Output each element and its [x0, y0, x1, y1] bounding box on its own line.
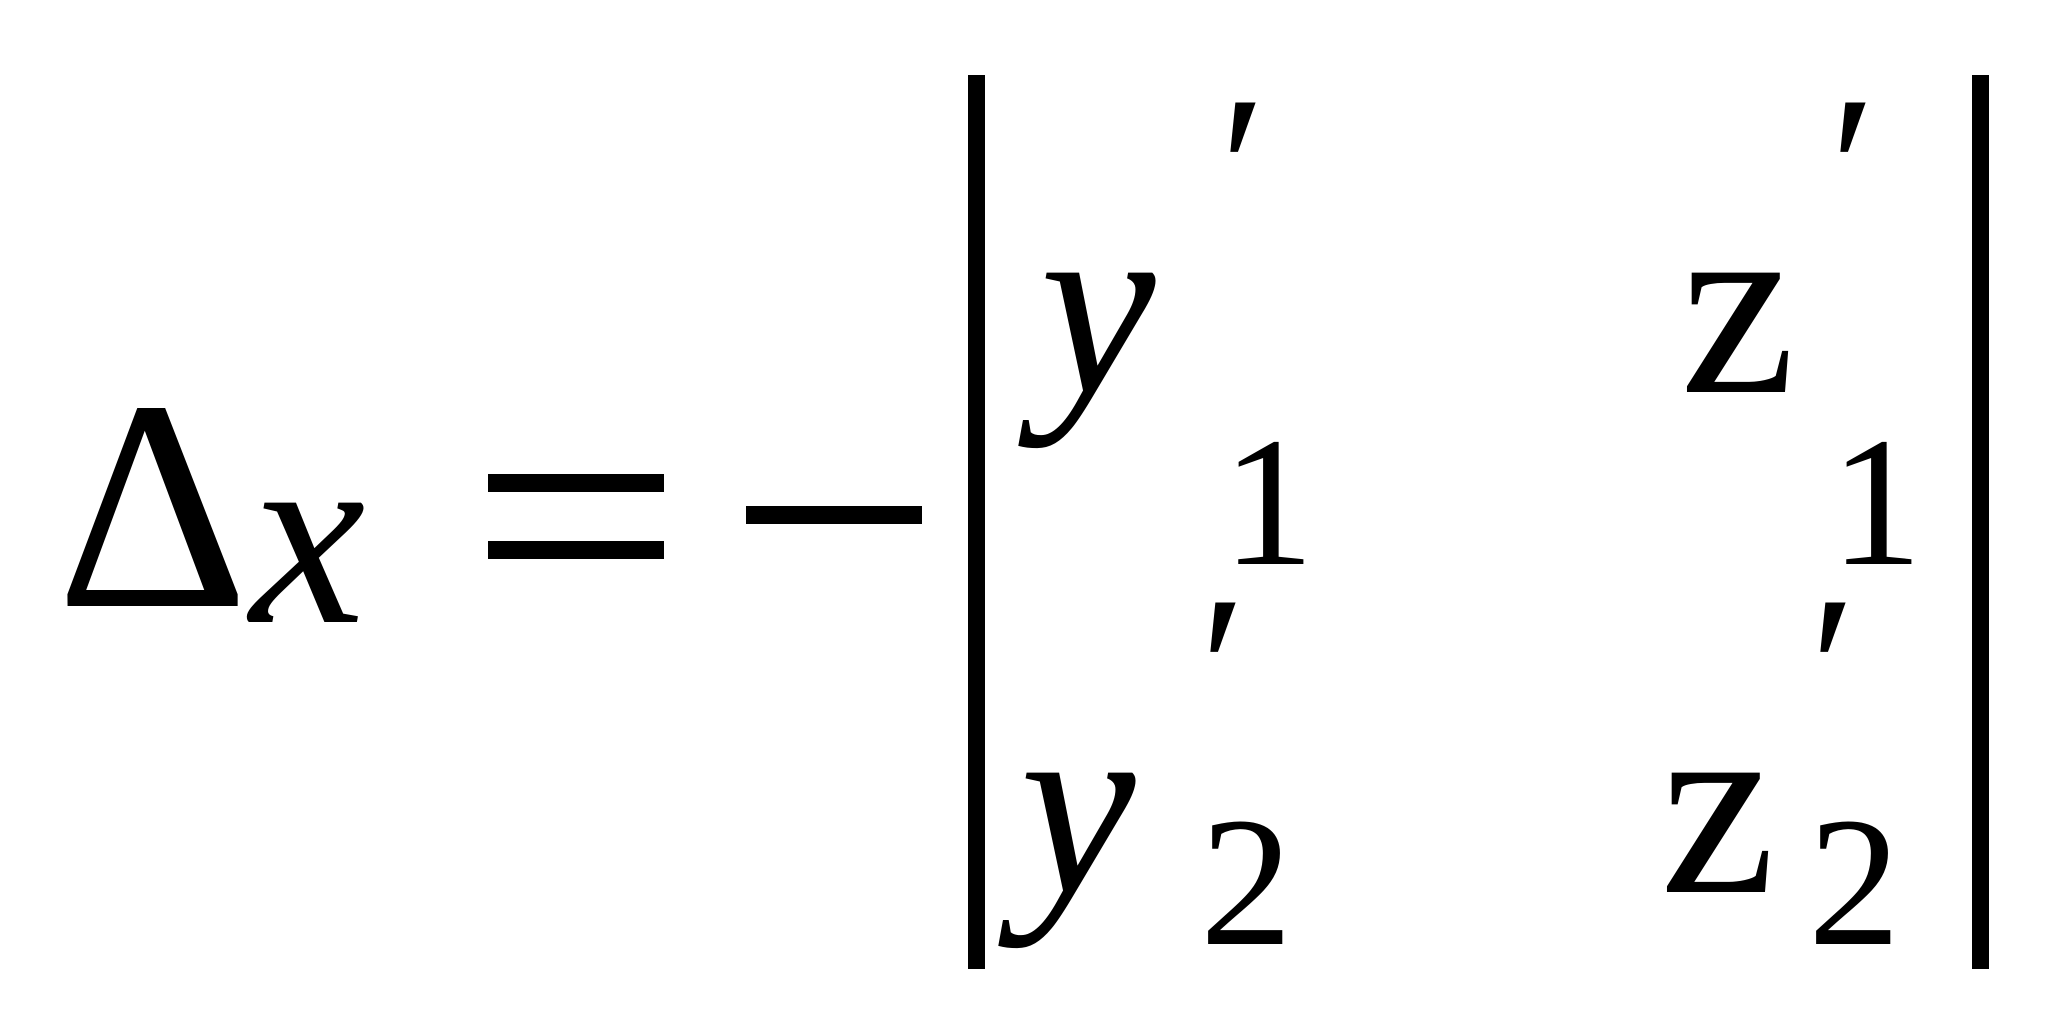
prime-mark: ′ — [1830, 54, 1876, 286]
determinant-right-bar — [1972, 75, 1989, 969]
equals-sign-top-stroke — [488, 474, 664, 492]
delta-symbol: Δ — [56, 339, 249, 671]
variable-x: x — [250, 391, 366, 679]
equals-sign-bottom-stroke — [488, 541, 664, 559]
entry-subscript: 2 — [1200, 780, 1293, 985]
prime-mark: ′ — [1220, 54, 1266, 286]
entry-subscript: 1 — [1222, 400, 1315, 605]
entry-base: y — [1040, 161, 1156, 449]
entry-base: z — [1660, 661, 1776, 949]
determinant-left-bar — [968, 75, 985, 969]
entry-base: y — [1020, 661, 1136, 949]
minus-sign — [746, 506, 922, 524]
entry-base: z — [1680, 161, 1796, 449]
prime-mark: ′ — [1810, 554, 1856, 786]
entry-subscript: 1 — [1830, 400, 1923, 605]
prime-mark: ′ — [1200, 554, 1246, 786]
entry-subscript: 2 — [1808, 780, 1901, 985]
